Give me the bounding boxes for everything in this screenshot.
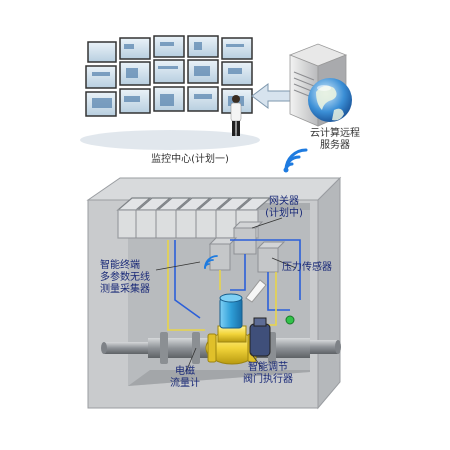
signal-arrow-icon: [245, 279, 267, 303]
terminal-label: 智能终端 多参数无线 测量采集器: [100, 260, 150, 296]
arrow-left-icon: [251, 83, 291, 109]
wifi-icon: [283, 148, 308, 173]
gateway-label: 网关器 (计划中): [254, 196, 314, 220]
flowmeter-label-line1: 电磁: [175, 366, 195, 377]
operator-icon: [230, 95, 242, 136]
valve-actuator-label: 智能调节 阀门执行器: [240, 362, 296, 386]
terminal-label-line2: 多参数无线: [100, 272, 150, 283]
pressure-sensor-indicator: [285, 315, 295, 325]
cloud-server-label-line2: 服务器: [320, 140, 350, 151]
cloud-server-label-line1: 云计算远程: [310, 128, 360, 139]
monitoring-center-label: 监控中心(计划一): [151, 154, 229, 165]
globe-icon: [308, 78, 352, 122]
gateway-box: [232, 221, 264, 255]
electromagnetic-flowmeter: [249, 317, 271, 357]
cloud-server-label: 云计算远程 服务器: [300, 128, 370, 152]
pressure-sensor-label: 压力传感器: [282, 262, 332, 273]
terminal-label-line3: 测量采集器: [100, 284, 150, 295]
valve-actuator-motor: [219, 293, 243, 329]
valve-actuator-label-line1: 智能调节: [248, 362, 288, 373]
flowmeter-label-line2: 流量计: [170, 378, 200, 389]
valve-actuator-label-line2: 阀门执行器: [243, 374, 293, 385]
gateway-label-line1: 网关器: [269, 196, 299, 207]
sensor-box: [256, 241, 286, 273]
pit-wifi-icon: [204, 255, 218, 269]
leader-lines: [155, 217, 297, 373]
terminal-label-line1: 智能终端: [100, 260, 140, 271]
flowmeter-label: 电磁 流量计: [160, 366, 210, 390]
signal-wires: [167, 239, 301, 331]
monitor-wall-icon: [85, 35, 253, 117]
gateway-label-line2: (计划中): [265, 208, 303, 219]
